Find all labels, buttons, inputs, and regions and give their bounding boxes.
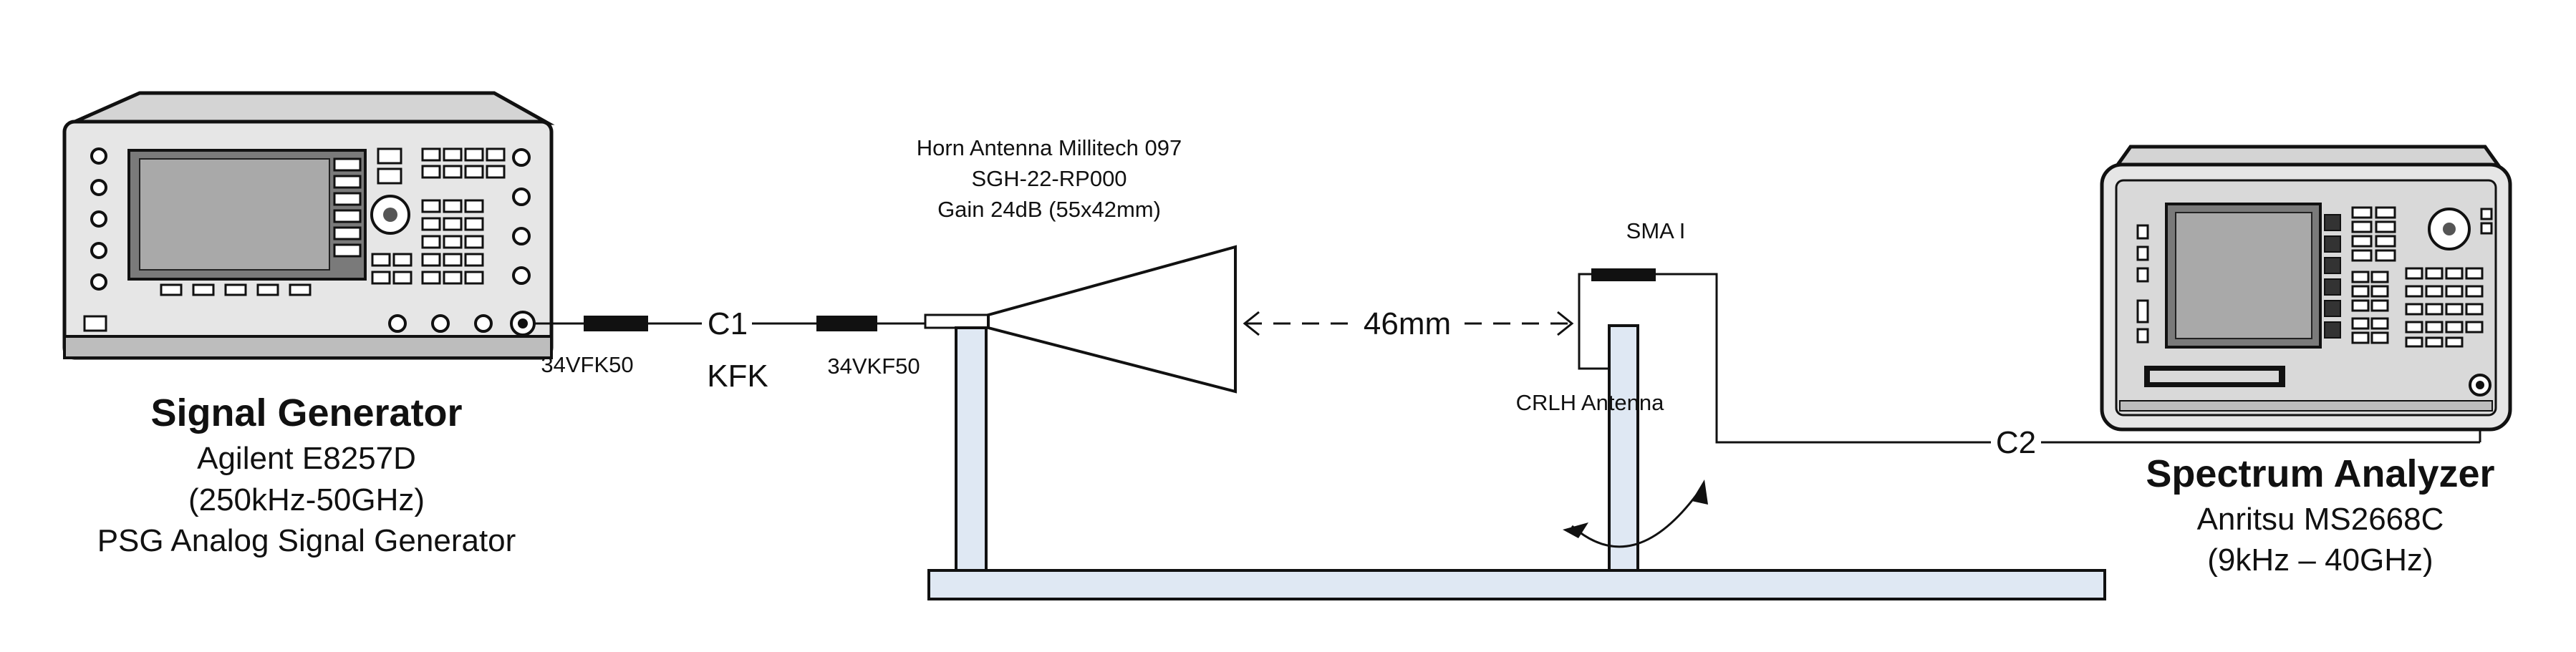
sma-label: SMA I — [1626, 218, 1686, 243]
spectrum-analyzer-range: (9kHz – 40GHz) — [2207, 542, 2433, 578]
mounting-rail — [927, 324, 2106, 600]
horn-support-post — [955, 326, 988, 573]
spectrum-analyzer-device — [2100, 145, 2512, 432]
signal-generator-description: PSG Analog Signal Generator — [97, 523, 516, 558]
adapter-34vfk50-label: 34VFK50 — [541, 352, 633, 377]
spectrum-analyzer-title: Spectrum Analyzer — [2146, 452, 2494, 495]
distance-indicator — [1243, 311, 1574, 336]
horn-antenna-line2: SGH-22-RP000 — [971, 166, 1127, 191]
adapter-34vfk50 — [584, 316, 648, 331]
horn-antenna-line3: Gain 24dB (55x42mm) — [937, 197, 1161, 222]
distance-arrow-left-icon — [1243, 311, 1260, 336]
sg-left-buttons — [83, 147, 107, 332]
crlh-antenna — [1578, 268, 1656, 370]
sg-softkeys — [333, 157, 362, 258]
signal-generator-device — [62, 91, 555, 360]
cable-c2-line-left — [1656, 273, 1991, 444]
adapter-34vkf50 — [816, 316, 877, 331]
sa-keypad — [2351, 206, 2493, 348]
c1-label-bg — [702, 308, 752, 339]
sg-front-connectors — [388, 311, 536, 336]
spectrum-analyzer-model: Anritsu MS2668C — [2197, 502, 2444, 537]
sa-softkeys — [2324, 214, 2341, 339]
sg-screen-buttons — [160, 283, 312, 296]
signal-generator-model: Agilent E8257D — [197, 441, 416, 476]
rotation-arrow-icon — [1563, 480, 1708, 548]
cable-c2-label: C2 — [1996, 425, 2036, 460]
horn-antenna-line1: Horn Antenna Millitech 097 — [917, 135, 1182, 160]
adapter-34vkf50-label: 34VKF50 — [827, 354, 920, 379]
sa-left-strip — [2136, 224, 2149, 344]
base-rail — [927, 569, 2106, 600]
cable-c1-label: C1 — [708, 306, 748, 341]
signal-generator-range: (250kHz-50GHz) — [188, 482, 425, 517]
signal-generator-title: Signal Generator — [150, 391, 462, 434]
adapter-kfk-label: KFK — [707, 359, 768, 394]
sg-keypad — [370, 147, 531, 285]
crlh-antenna-label: CRLH Antenna — [1516, 390, 1665, 415]
sma-connector — [1591, 268, 1656, 281]
distance-label: 46mm — [1364, 306, 1451, 341]
horn-antenna — [924, 245, 1237, 394]
crlh-support-post — [1608, 324, 1639, 574]
distance-arrow-right-icon — [1557, 311, 1574, 336]
